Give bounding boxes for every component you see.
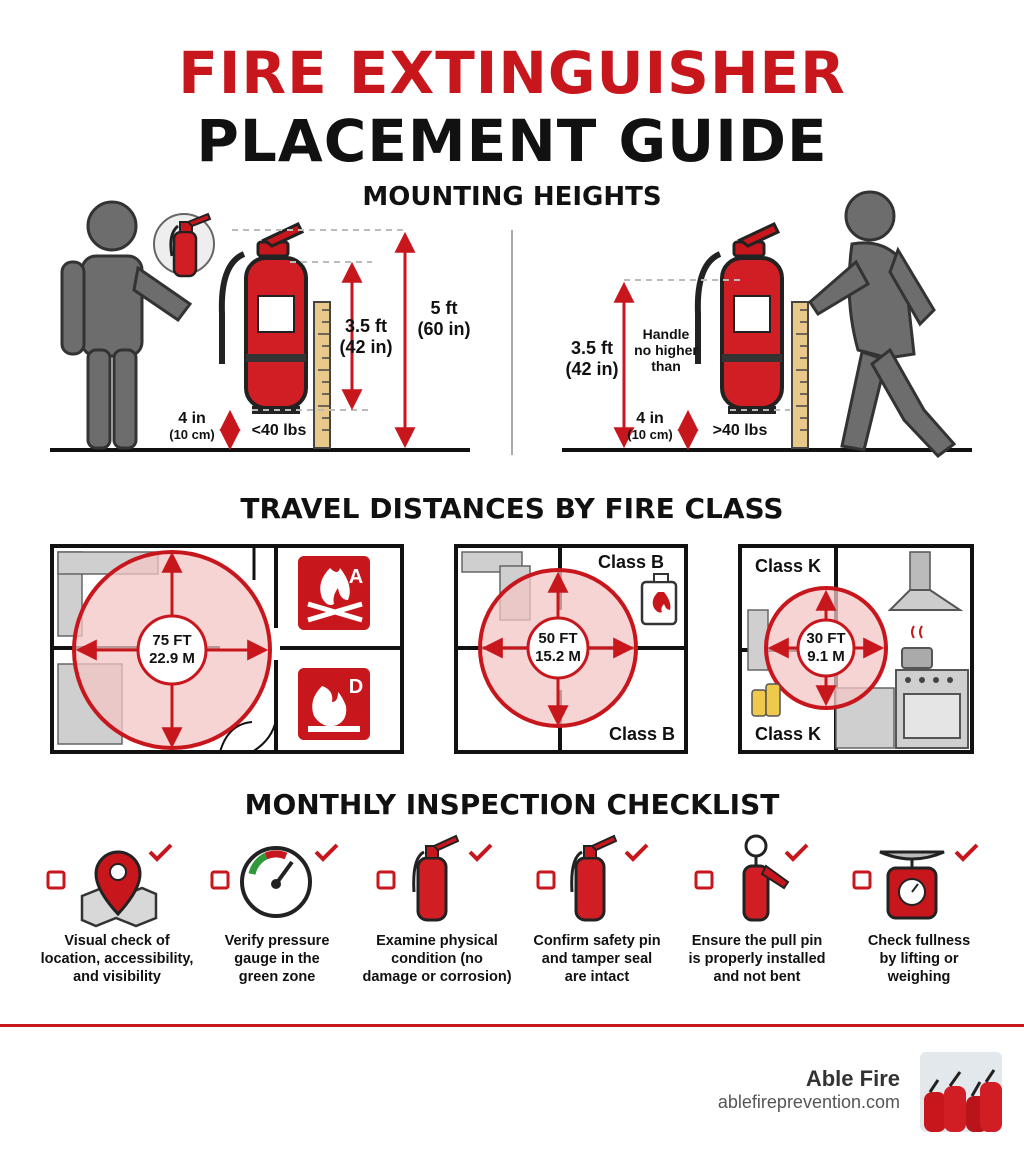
page-title-line1: FIRE EXTINGUISHER <box>178 39 846 107</box>
class-a-letter: A <box>348 566 364 588</box>
class-b-top-label: Class B <box>597 552 665 572</box>
range-hood-icon <box>887 551 964 611</box>
travel-panel-class-a-d <box>50 544 404 754</box>
handle-no-higher-than-note: Handle no higher than <box>634 326 698 375</box>
class-k-top-label: Class K <box>754 556 822 576</box>
pressure-gauge-icon <box>240 846 312 918</box>
flammable-liquid-can-icon <box>640 573 678 626</box>
class-b-bottom-label: Class B <box>608 724 676 744</box>
checkmark-icon <box>468 843 493 862</box>
walking-person-icon <box>808 190 957 459</box>
checkmark-icon <box>314 843 339 862</box>
extinguisher-icon <box>412 834 460 922</box>
checkbox <box>536 870 556 890</box>
extinguisher-icon <box>222 224 306 414</box>
brand-name: Able Fire <box>805 1066 900 1091</box>
checklist-icons <box>46 834 979 928</box>
travel-panel-class-b <box>454 544 688 754</box>
travel-distance-30-label: 30 FT 9.1 M <box>806 630 846 665</box>
checkbox <box>694 870 714 890</box>
checkmark-icon <box>148 843 173 862</box>
checkbox <box>852 870 872 890</box>
travel-distances-heading: TRAVEL DISTANCES BY FIRE CLASS <box>240 492 784 525</box>
high-mount-extinguisher-icon <box>153 212 215 278</box>
left-handle-height-label: 3.5 ft (42 in) <box>339 316 393 357</box>
right-floor-gap-label: 4 in (10 cm) <box>627 410 673 443</box>
left-weight-label: <40 lbs <box>251 422 307 439</box>
stove-icon <box>895 625 969 749</box>
person-icon <box>60 200 193 450</box>
footer-divider <box>0 1024 1024 1027</box>
cooking-oil-bottles-icon <box>751 683 781 717</box>
mounting-heights-heading: MOUNTING HEIGHTS <box>362 182 662 212</box>
checkmark-icon <box>624 843 649 862</box>
left-floor-gap-label: 4 in (10 cm) <box>169 410 215 443</box>
checkbox <box>376 870 396 890</box>
checkmark-icon <box>954 843 979 862</box>
class-d-fire-icon <box>298 668 370 740</box>
right-weight-label: >40 lbs <box>712 422 768 439</box>
mounting-right-panel <box>562 190 972 459</box>
travel-distance-50-label: 50 FT 15.2 M <box>535 630 581 665</box>
page-title-line2: PLACEMENT GUIDE <box>196 107 828 175</box>
class-k-bottom-label: Class K <box>754 724 822 744</box>
mounting-left-panel <box>50 200 470 452</box>
measuring-ruler-icon <box>791 301 809 449</box>
inspection-checklist-heading: MONTHLY INSPECTION CHECKLIST <box>244 788 780 821</box>
checkbox <box>46 870 66 890</box>
left-top-height-label: 5 ft (60 in) <box>417 298 471 339</box>
right-handle-height-label: 3.5 ft (42 in) <box>565 338 619 379</box>
pull-pin-icon <box>742 834 790 922</box>
class-a-fire-icon <box>298 556 370 630</box>
brand-photo-extinguishers-icon <box>920 1052 1002 1132</box>
extinguisher-icon <box>570 834 618 922</box>
checkbox <box>210 870 230 890</box>
travel-panel-class-k <box>738 544 974 754</box>
extinguisher-icon <box>698 224 782 414</box>
brand-url[interactable]: ablefireprevention.com <box>717 1092 900 1112</box>
class-d-letter: D <box>348 676 364 698</box>
map-pin-icon <box>80 850 158 928</box>
checkmark-icon <box>784 843 809 862</box>
scale-icon <box>879 850 945 920</box>
travel-distance-75-label: 75 FT 22.9 M <box>149 632 195 667</box>
